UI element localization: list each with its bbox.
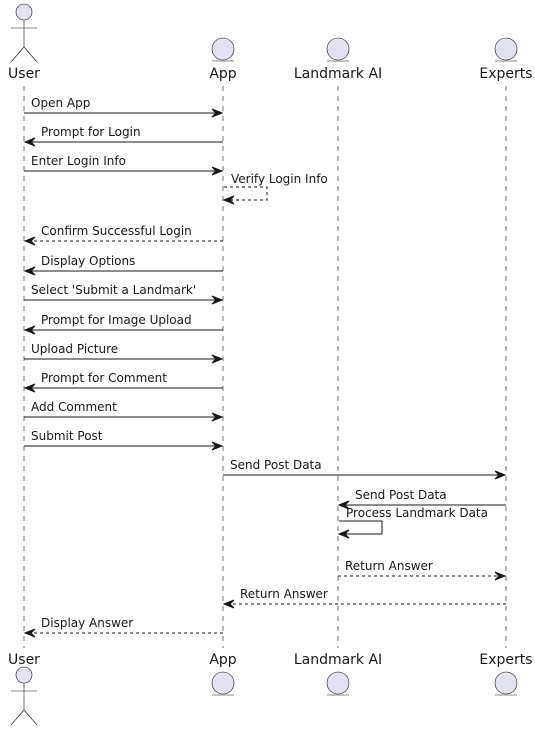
arrow-head xyxy=(211,295,224,305)
participant-label: Experts xyxy=(479,652,532,668)
participant-label: Landmark AI xyxy=(294,652,382,668)
entity-icon xyxy=(326,671,350,696)
message-15: Process Landmark Data xyxy=(337,506,488,539)
message-arrow xyxy=(339,520,383,535)
message-7: Select 'Submit a Landmark' xyxy=(24,283,224,305)
message-label: Return Answer xyxy=(240,587,328,601)
arrow-head xyxy=(222,195,235,205)
message-2: Prompt for Login xyxy=(23,125,223,147)
arrow-head xyxy=(211,166,224,176)
message-5: Confirm Successful Login xyxy=(23,224,223,246)
message-label: Prompt for Comment xyxy=(41,371,167,385)
participant-top-experts: Experts xyxy=(479,37,533,82)
message-8: Prompt for Image Upload xyxy=(23,313,223,335)
arrow-head xyxy=(222,599,235,609)
entity-icon xyxy=(494,671,518,696)
message-14: Send Post Data xyxy=(337,488,506,510)
arrow-head xyxy=(23,137,36,147)
message-11: Add Comment xyxy=(24,400,224,422)
participant-label: App xyxy=(209,66,236,82)
message-16: Return Answer xyxy=(338,559,507,581)
message-17: Return Answer xyxy=(222,587,506,609)
arrow-head xyxy=(494,571,507,581)
message-label: Verify Login Info xyxy=(231,172,328,186)
arrow-head xyxy=(23,236,36,246)
entity-icon xyxy=(494,37,518,62)
message-6: Display Options xyxy=(23,254,223,276)
arrow-head xyxy=(23,628,36,638)
participant-label: User xyxy=(8,66,40,82)
arrow-head xyxy=(23,266,36,276)
message-label: Send Post Data xyxy=(355,488,447,502)
message-1: Open App xyxy=(24,96,224,118)
message-13: Send Post Data xyxy=(223,458,507,480)
message-label: Select 'Submit a Landmark' xyxy=(31,283,196,297)
participant-bottom-user: User xyxy=(8,652,40,726)
participant-bottom-landmark_ai: Landmark AI xyxy=(294,652,382,696)
message-label: Add Comment xyxy=(31,400,117,414)
participant-bottom-app: App xyxy=(209,652,237,696)
arrow-head xyxy=(23,325,36,335)
arrow-head xyxy=(211,108,224,118)
message-label: Confirm Successful Login xyxy=(41,224,192,238)
entity-icon xyxy=(211,671,235,696)
message-label: Return Answer xyxy=(345,559,433,573)
message-label: Prompt for Login xyxy=(41,125,141,139)
arrow-head xyxy=(23,383,36,393)
participants-bottom: User App Landmark AI Experts xyxy=(8,652,533,726)
participant-bottom-experts: Experts xyxy=(479,652,533,696)
entity-icon xyxy=(211,37,235,62)
arrow-head xyxy=(337,529,350,539)
message-label: Display Answer xyxy=(41,616,133,630)
participant-top-user: User xyxy=(8,3,40,82)
message-label: Prompt for Image Upload xyxy=(41,313,192,327)
message-label: Process Landmark Data xyxy=(346,506,488,520)
message-3: Enter Login Info xyxy=(24,154,224,176)
entity-icon xyxy=(326,37,350,62)
arrow-head xyxy=(494,470,507,480)
message-18: Display Answer xyxy=(23,616,223,638)
message-label: Open App xyxy=(31,96,90,110)
lifelines xyxy=(23,86,507,648)
message-12: Submit Post xyxy=(24,429,224,451)
message-label: Submit Post xyxy=(31,429,103,443)
arrow-head xyxy=(211,412,224,422)
participant-label: Landmark AI xyxy=(294,66,382,82)
participant-label: Experts xyxy=(479,66,532,82)
arrow-head xyxy=(337,500,350,510)
message-10: Prompt for Comment xyxy=(23,371,223,393)
participant-label: User xyxy=(8,652,40,668)
participant-label: App xyxy=(209,652,236,668)
arrow-head xyxy=(211,354,224,364)
arrow-head xyxy=(211,441,224,451)
participants-top: User App Landmark AI Experts xyxy=(8,3,533,82)
actor-icon xyxy=(10,666,38,726)
message-arrow xyxy=(224,186,268,201)
participant-top-app: App xyxy=(209,37,237,82)
message-4: Verify Login Info xyxy=(222,172,328,205)
actor-icon xyxy=(10,3,38,63)
message-9: Upload Picture xyxy=(24,342,224,364)
message-label: Send Post Data xyxy=(230,458,322,472)
message-label: Display Options xyxy=(41,254,135,268)
participant-top-landmark_ai: Landmark AI xyxy=(294,37,382,82)
message-label: Enter Login Info xyxy=(31,154,126,168)
message-label: Upload Picture xyxy=(31,342,118,356)
